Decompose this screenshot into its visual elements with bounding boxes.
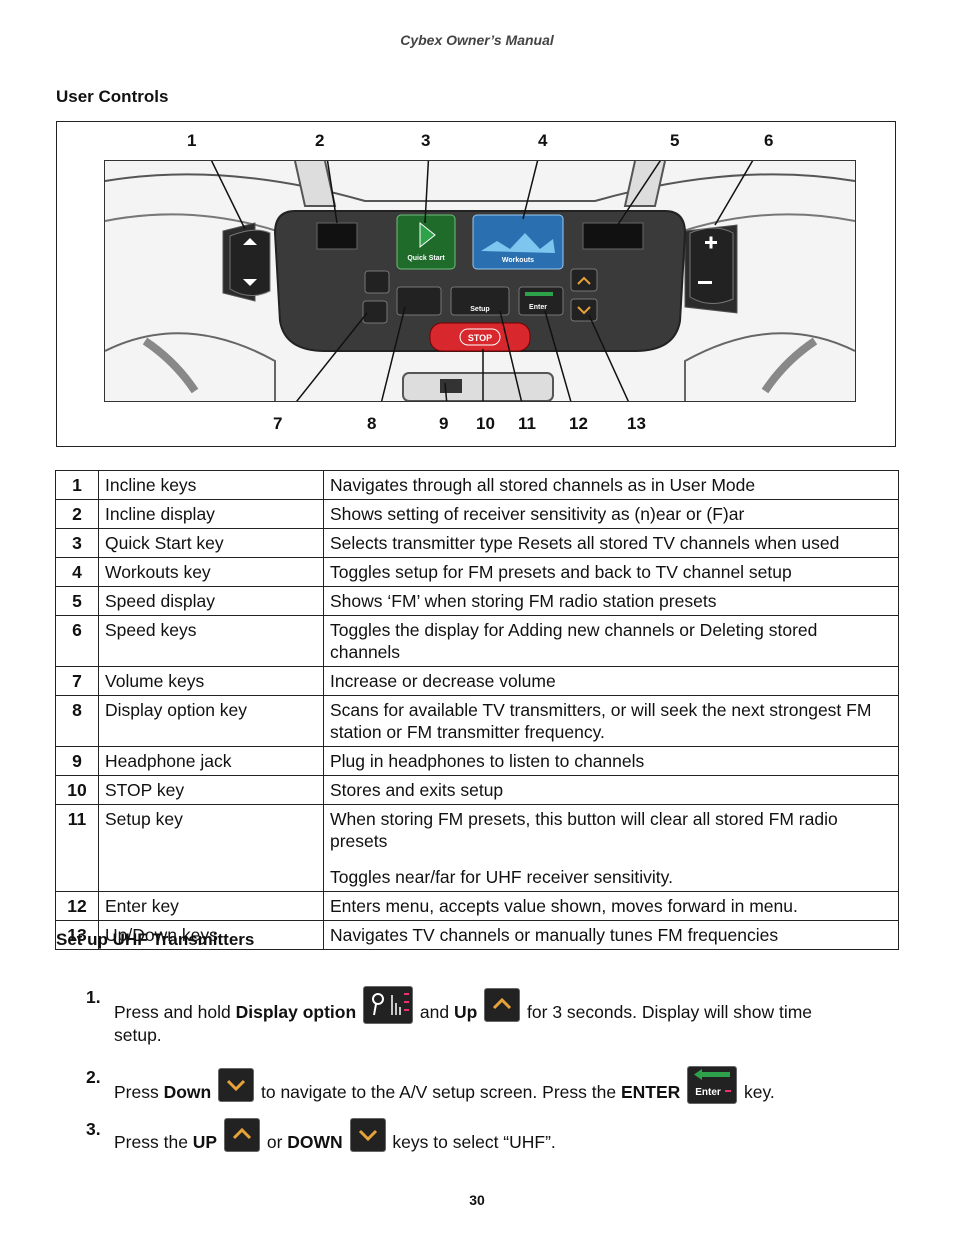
up-key-icon — [223, 1118, 260, 1152]
enter-key-icon: Enter — [687, 1066, 738, 1104]
callout-11: 11 — [518, 414, 536, 433]
callout-6: 6 — [764, 131, 774, 150]
callout-9: 9 — [439, 414, 449, 433]
section-title-uhf: Set up UHF Transmitters — [56, 930, 255, 949]
callout-8: 8 — [367, 414, 377, 433]
stop-label: STOP — [468, 333, 492, 343]
section-title-user-controls: User Controls — [56, 87, 169, 106]
enter-label: Enter — [529, 304, 547, 311]
page-number: 30 — [469, 1192, 485, 1208]
callout-7: 7 — [273, 414, 283, 433]
callout-10: 10 — [476, 414, 495, 433]
running-header: Cybex Owner’s Manual — [400, 32, 554, 48]
quick-start-label: Quick Start — [407, 255, 445, 262]
callout-5: 5 — [670, 131, 680, 150]
down-key-icon — [349, 1118, 386, 1152]
console-figure: 1 2 3 4 5 6 — [56, 121, 896, 447]
table-desc-secondary: Toggles near/far for UHF receiver sensit… — [330, 867, 673, 887]
callout-4: 4 — [538, 131, 548, 150]
step-1: 1. Press and hold Display option and Up … — [86, 986, 813, 1045]
console-photo: Quick Start Workouts Setup Enter STOP — [104, 160, 856, 402]
table-desc: When storing FM presets, this button wil… — [330, 809, 838, 851]
callout-2: 2 — [315, 131, 325, 150]
setup-label: Setup — [470, 306, 489, 313]
up-key-icon — [484, 988, 521, 1022]
callout-12: 12 — [569, 414, 588, 433]
console-illustration: Quick Start Workouts Setup Enter STOP — [105, 161, 855, 401]
down-key-icon — [218, 1068, 255, 1102]
workouts-label: Workouts — [502, 257, 534, 264]
enter-key-label: Enter — [695, 1087, 721, 1098]
callout-13: 13 — [627, 414, 646, 433]
display-option-key-icon — [363, 986, 414, 1024]
callout-1: 1 — [187, 131, 197, 150]
callout-3: 3 — [421, 131, 431, 150]
